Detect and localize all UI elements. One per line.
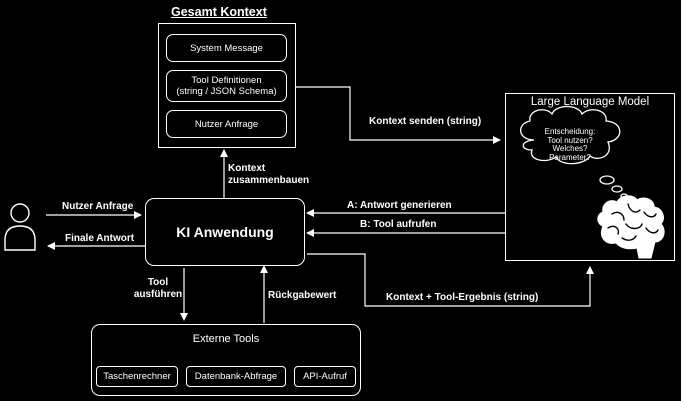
ki-application-label: KI Anwendung xyxy=(176,224,274,240)
label-context-tool-result: Kontext + Tool-Ergebnis (string) xyxy=(386,292,539,303)
llm-panel: Large Language Model xyxy=(505,93,675,261)
label-send-context: Kontext senden (string) xyxy=(369,116,482,127)
context-item-user-request: Nutzer Anfrage xyxy=(166,110,287,138)
context-item-tool-definitions: Tool Definitionen (string / JSON Schema) xyxy=(166,70,287,102)
tool-database-query: Datenbank-Abfrage xyxy=(186,366,286,387)
external-tools-title: Externe Tools xyxy=(192,333,260,345)
edge-context-tool-result xyxy=(307,253,594,307)
user-icon xyxy=(4,203,36,251)
llm-thought-text: Entscheidung: Tool nutzen? Welches? Para… xyxy=(544,127,596,162)
context-item-system-message: System Message xyxy=(166,34,287,62)
brain-icon xyxy=(597,195,665,259)
tool-api-call: API-Aufruf xyxy=(294,366,356,387)
label-build-context: Kontext zusammenbauen xyxy=(228,163,310,186)
context-title: Gesamt Kontext xyxy=(171,5,267,19)
label-execute-tool: Tool ausführen xyxy=(133,277,183,300)
edge-send-context xyxy=(290,86,501,144)
label-call-tool: B: Tool aufrufen xyxy=(360,219,437,230)
label-answer-generate: A: Antwort generieren xyxy=(347,200,452,211)
label-final-answer: Finale Antwort xyxy=(65,233,135,244)
tool-calculator: Taschenrechner xyxy=(96,366,178,387)
label-user-request: Nutzer Anfrage xyxy=(62,201,134,212)
llm-title: Large Language Model xyxy=(530,96,650,108)
label-return-value: Rückgabewert xyxy=(268,290,337,301)
ki-application-box: KI Anwendung xyxy=(145,198,305,266)
